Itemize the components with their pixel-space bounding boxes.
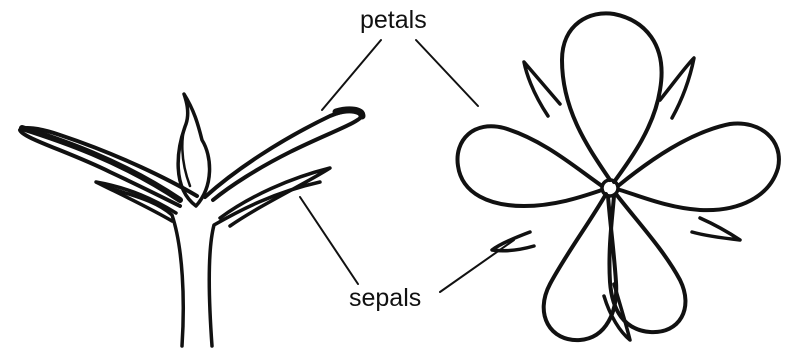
top-petal-left xyxy=(457,126,602,206)
flower-side-view xyxy=(20,94,363,346)
petals-label: petals xyxy=(360,8,427,33)
top-petal-bottom-left xyxy=(544,194,617,340)
flower-top-view xyxy=(457,13,778,340)
top-petal-top xyxy=(562,13,662,182)
top-flower-center xyxy=(602,180,618,196)
petals-leader-side xyxy=(322,40,381,110)
petals-leader-top xyxy=(416,40,478,106)
sepals-label: sepals xyxy=(349,286,421,311)
top-sepal-1 xyxy=(524,62,560,116)
sepals-leader-top xyxy=(440,240,514,292)
leader-lines xyxy=(300,40,514,292)
sepals-leader-side xyxy=(300,197,358,284)
side-right-petal xyxy=(205,110,363,200)
top-sepal-3 xyxy=(692,218,740,240)
top-sepal-2 xyxy=(660,58,694,118)
